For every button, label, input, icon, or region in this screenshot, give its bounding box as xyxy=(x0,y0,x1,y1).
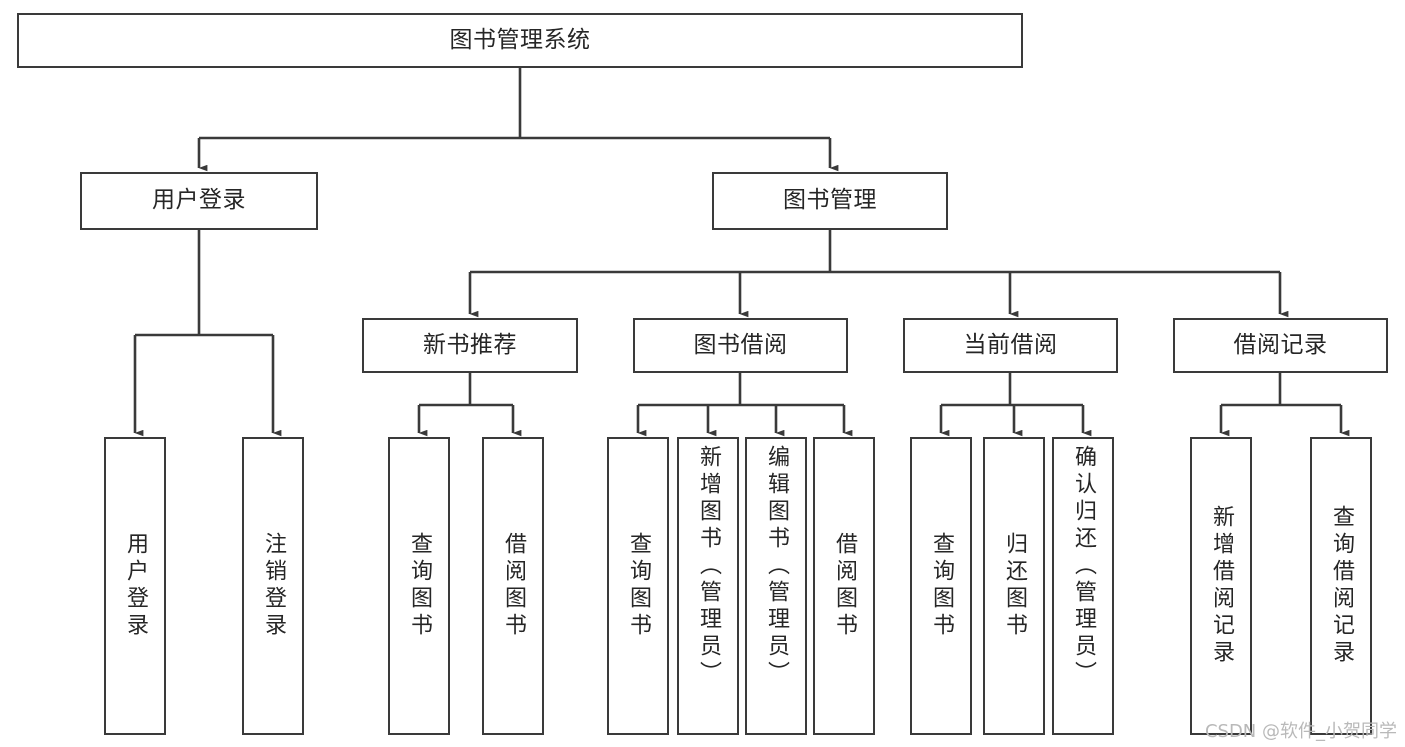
node-leaf-add-book-admin-label: 新增图书（管理员） xyxy=(696,445,721,688)
node-book-borrow-label: 图书借阅 xyxy=(693,331,788,358)
node-borrow-record[interactable]: 借阅记录 xyxy=(1173,318,1388,373)
node-leaf-user-login-label: 用户登录 xyxy=(123,532,148,640)
node-leaf-borrow-book[interactable]: 借阅图书 xyxy=(813,437,875,735)
node-leaf-borrow-book-label: 借阅图书 xyxy=(832,532,857,640)
node-current-borrow-label: 当前借阅 xyxy=(963,331,1058,358)
node-leaf-query-book-borrow[interactable]: 查询图书 xyxy=(607,437,669,735)
node-leaf-query-borrow-record[interactable]: 查询借阅记录 xyxy=(1310,437,1372,735)
node-leaf-logout-label: 注销登录 xyxy=(261,532,286,640)
node-book-manage[interactable]: 图书管理 xyxy=(712,172,948,230)
node-leaf-query-book-current-label: 查询图书 xyxy=(929,532,954,640)
watermark-text: CSDN @软件_小贺同学 xyxy=(1204,721,1397,742)
node-leaf-confirm-return-admin-label: 确认归还（管理员） xyxy=(1071,445,1096,688)
node-leaf-borrow-book-recommend[interactable]: 借阅图书 xyxy=(482,437,544,735)
node-leaf-return-book-label: 归还图书 xyxy=(1002,532,1027,640)
node-leaf-add-book-admin[interactable]: 新增图书（管理员） xyxy=(677,437,739,735)
node-borrow-record-label: 借阅记录 xyxy=(1233,331,1328,358)
node-leaf-add-borrow-record-label: 新增借阅记录 xyxy=(1209,505,1234,667)
node-current-borrow[interactable]: 当前借阅 xyxy=(903,318,1118,373)
node-leaf-query-borrow-record-label: 查询借阅记录 xyxy=(1329,505,1354,667)
node-new-book-recommend[interactable]: 新书推荐 xyxy=(362,318,578,373)
node-leaf-return-book[interactable]: 归还图书 xyxy=(983,437,1045,735)
node-user-login-label: 用户登录 xyxy=(152,187,246,214)
node-new-book-recommend-label: 新书推荐 xyxy=(423,331,517,358)
node-leaf-query-book-borrow-label: 查询图书 xyxy=(626,532,651,640)
node-user-login[interactable]: 用户登录 xyxy=(80,172,318,230)
node-leaf-confirm-return-admin[interactable]: 确认归还（管理员） xyxy=(1052,437,1114,735)
node-leaf-logout[interactable]: 注销登录 xyxy=(242,437,304,735)
node-leaf-query-book-current[interactable]: 查询图书 xyxy=(910,437,972,735)
node-leaf-borrow-book-recommend-label: 借阅图书 xyxy=(501,532,526,640)
node-book-borrow[interactable]: 图书借阅 xyxy=(633,318,848,373)
node-leaf-query-book-recommend[interactable]: 查询图书 xyxy=(388,437,450,735)
node-leaf-add-borrow-record[interactable]: 新增借阅记录 xyxy=(1190,437,1252,735)
node-leaf-edit-book-admin-label: 编辑图书（管理员） xyxy=(764,445,789,688)
node-book-manage-label: 图书管理 xyxy=(783,187,877,214)
node-leaf-query-book-recommend-label: 查询图书 xyxy=(407,532,432,640)
node-leaf-edit-book-admin[interactable]: 编辑图书（管理员） xyxy=(745,437,807,735)
node-leaf-user-login[interactable]: 用户登录 xyxy=(104,437,166,735)
node-root[interactable]: 图书管理系统 xyxy=(17,13,1023,68)
node-root-label: 图书管理系统 xyxy=(449,26,591,53)
